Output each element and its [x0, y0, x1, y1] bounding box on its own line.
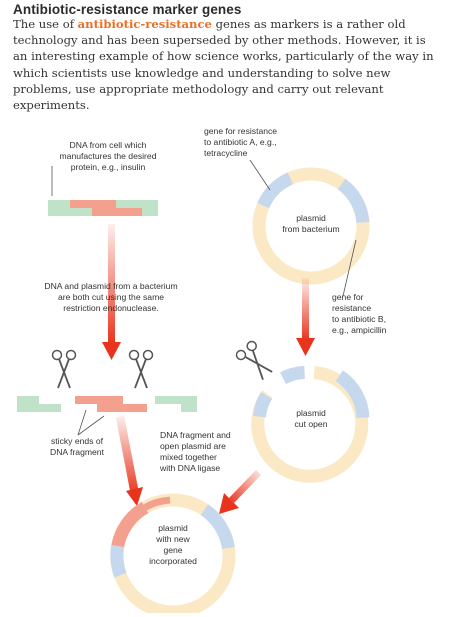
- scissors-icon: [128, 349, 154, 389]
- plasmid-cut-open: [251, 365, 370, 483]
- plasmid-new-line: gene: [163, 545, 183, 555]
- intro-keyword: antibiotic-resistance: [77, 17, 212, 31]
- gene-b-line: to antibiotic B,: [332, 314, 386, 324]
- scissors-icon: [51, 349, 77, 389]
- gene-a-label: gene for resistance to antibiotic A, e.g…: [204, 126, 277, 159]
- ligase-step-label: DNA fragment and open plasmid are mixed …: [160, 430, 231, 474]
- gene-a-line: to antibiotic A, e.g.,: [204, 137, 277, 147]
- intro-text-end: genes as markers is a rather old technol…: [13, 17, 434, 113]
- plasmid-from-bacterium: [252, 167, 370, 285]
- dna-source-label: DNA from cell which manufactures the des…: [43, 140, 173, 173]
- gene-b-label: gene for resistance to antibiotic B, e.g…: [332, 292, 386, 336]
- plasmid-cut-line: cut open: [294, 419, 328, 429]
- gene-b-line: e.g., ampicillin: [332, 325, 387, 335]
- plasmid-new-line: plasmid: [158, 523, 188, 533]
- sticky-ends-line: sticky ends of: [50, 436, 104, 446]
- gene-a-line: gene for resistance: [204, 126, 278, 136]
- dna-source-line: manufactures the desired: [59, 151, 157, 161]
- dna-source-line: protein, e.g., insulin: [70, 162, 146, 172]
- gene-b-line: gene for: [332, 292, 364, 302]
- gene-a-leader: [249, 159, 271, 191]
- cut-step-line: restriction endonuclease.: [63, 303, 159, 313]
- intro-paragraph: The use of antibiotic-resistance genes a…: [13, 16, 443, 113]
- plasmid-new-gene-label: plasmid with new gene incorporated: [138, 523, 208, 567]
- gene-a-line: tetracycline: [204, 148, 248, 158]
- diagram-graphics: [17, 159, 370, 617]
- ligase-step-line: open plasmid are: [160, 441, 226, 451]
- plasmid-new-line: with new: [156, 534, 190, 544]
- plasmid-cut-line: plasmid: [296, 408, 326, 418]
- cut-step-line: DNA and plasmid from a bacterium: [44, 281, 178, 291]
- intro-text-start: The use of: [13, 17, 78, 31]
- cut-step-label: DNA and plasmid from a bacterium are bot…: [20, 281, 202, 314]
- plasmid-with-new-gene: [110, 493, 236, 617]
- genetic-engineering-diagram: DNA from cell which manufactures the des…: [0, 118, 451, 617]
- cut-step-line: are both cut using the same: [57, 292, 165, 302]
- dna-source-line: DNA from cell which: [69, 140, 147, 150]
- ligase-step-line: DNA fragment and: [160, 430, 231, 440]
- arrow-down-cut-plasmid: [296, 278, 315, 356]
- dna-strand-from-cell: [48, 200, 158, 216]
- cut-dna-right-end: [155, 396, 197, 412]
- sticky-end-leader: [77, 409, 87, 436]
- plasmid-bacterium-line: from bacterium: [282, 224, 340, 234]
- plasmid-cut-label: plasmid cut open: [273, 408, 349, 430]
- sticky-ends-label: sticky ends of DNA fragment: [38, 436, 116, 458]
- ligase-step-line: mixed together: [160, 452, 217, 462]
- arrow-down-cut-dna: [102, 224, 121, 360]
- scissors-icon: [235, 340, 273, 380]
- gene-b-leader: [342, 239, 357, 297]
- gene-b-line: resistance: [332, 303, 372, 313]
- plasmid-new-line: incorporated: [149, 556, 197, 566]
- ligase-step-line: with DNA ligase: [160, 463, 221, 473]
- plasmid-bacterium-label: plasmid from bacterium: [271, 213, 351, 235]
- sticky-end-leader: [77, 415, 105, 436]
- arrow-plasmid-to-recombinant: [219, 470, 261, 514]
- cut-dna-fragment: [75, 396, 147, 412]
- plasmid-bacterium-line: plasmid: [296, 213, 326, 223]
- section-heading: Antibiotic-resistance marker genes: [13, 2, 242, 17]
- arrow-fragment-to-recombinant: [116, 415, 143, 506]
- cut-dna-left-end: [17, 396, 61, 412]
- sticky-ends-line: DNA fragment: [50, 447, 104, 457]
